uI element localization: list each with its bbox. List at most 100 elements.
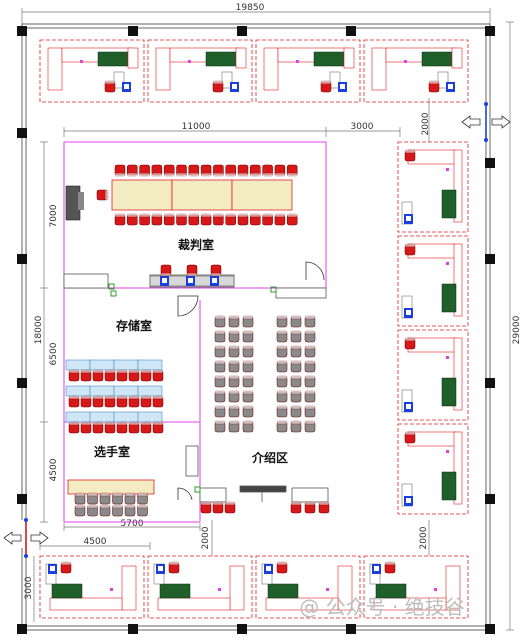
chair (200, 213, 212, 226)
chair (188, 164, 200, 177)
chair (250, 164, 261, 177)
chair (318, 501, 330, 514)
chair (168, 561, 180, 574)
chair (214, 390, 226, 403)
room-label-judging: 裁判室 (178, 237, 214, 252)
chair (104, 80, 116, 93)
chair (210, 264, 222, 277)
doors (177, 261, 325, 501)
chair (160, 264, 172, 277)
workstation-icon (210, 276, 219, 286)
chair (228, 420, 240, 433)
chair (140, 395, 152, 408)
chair (214, 420, 226, 433)
chair (228, 375, 240, 388)
dim-booth-depth: 3000 (24, 576, 34, 599)
chair (228, 315, 240, 328)
dimension-lines (21, 8, 514, 631)
room-label-intro: 介绍区 (251, 450, 288, 465)
chair (384, 561, 396, 574)
chair (225, 213, 236, 226)
dim-judge-height: 7000 (49, 204, 59, 227)
exhibition-booth (39, 555, 145, 619)
room-label-players: 选手室 (94, 444, 130, 459)
intro-area (200, 315, 330, 514)
chair (242, 375, 254, 388)
workstation-icon (404, 214, 413, 224)
chair (276, 390, 288, 403)
chair (404, 243, 416, 256)
top-booths (39, 39, 469, 103)
workstation-icon (230, 82, 239, 92)
room-label-storage: 存储室 (115, 318, 152, 333)
chair (80, 395, 92, 408)
exhibition-booth (363, 39, 469, 103)
chair (213, 164, 224, 177)
chair (276, 375, 288, 388)
chair (304, 360, 316, 373)
chair (176, 213, 187, 226)
chair (237, 213, 249, 226)
chair (228, 345, 240, 358)
exhibition-booth (397, 423, 469, 515)
chair (140, 421, 152, 434)
exhibition-booth (397, 141, 469, 233)
entrance-arrow-right (461, 102, 511, 142)
chair (128, 369, 140, 382)
dim-top-total: 19850 (236, 3, 265, 13)
dim-bottom-gap-left: 2000 (201, 526, 211, 549)
chair (116, 369, 128, 382)
chair (163, 213, 175, 226)
workstation-icon (372, 564, 381, 574)
chair (304, 405, 316, 418)
chair (74, 492, 86, 505)
chair (242, 405, 254, 418)
exhibition-booth (147, 555, 253, 619)
chair (137, 492, 148, 505)
chair (99, 492, 111, 505)
chair (262, 164, 273, 177)
dim-bottom-gap-right: 2000 (419, 526, 429, 549)
chair (128, 395, 140, 408)
chair (276, 405, 288, 418)
chair (80, 421, 92, 434)
chair (176, 164, 187, 177)
chair (152, 369, 164, 382)
chair (404, 149, 416, 162)
workstation-icon (404, 308, 413, 318)
chair (286, 213, 298, 226)
dim-player-width: 5700 (121, 519, 144, 529)
dim-player-height: 4500 (49, 458, 59, 481)
chair (428, 80, 440, 93)
chair (114, 213, 126, 226)
chair (114, 164, 126, 177)
chair (116, 395, 128, 408)
chair (290, 375, 302, 388)
watermark: @ 公众号 · 绝技谷 (299, 595, 464, 619)
chair (92, 369, 104, 382)
dim-left-height: 18000 (34, 315, 44, 344)
exhibition-booth (255, 555, 361, 619)
chair (214, 315, 226, 328)
chair (290, 330, 302, 343)
workstation-icon (122, 82, 131, 92)
chair (404, 431, 416, 444)
chair (242, 330, 254, 343)
chair (304, 501, 316, 514)
chair (124, 492, 136, 505)
chair (124, 504, 136, 517)
exhibition-booth (397, 235, 469, 327)
chair (250, 213, 261, 226)
chair (152, 395, 164, 408)
chair (80, 369, 92, 382)
chair (304, 375, 316, 388)
chair (242, 360, 254, 373)
inner-room-walls (63, 141, 327, 523)
chair (87, 504, 98, 517)
exhibition-booth (363, 555, 469, 619)
chair (200, 164, 212, 177)
chair (228, 405, 240, 418)
chair (276, 330, 288, 343)
chair (127, 213, 138, 226)
